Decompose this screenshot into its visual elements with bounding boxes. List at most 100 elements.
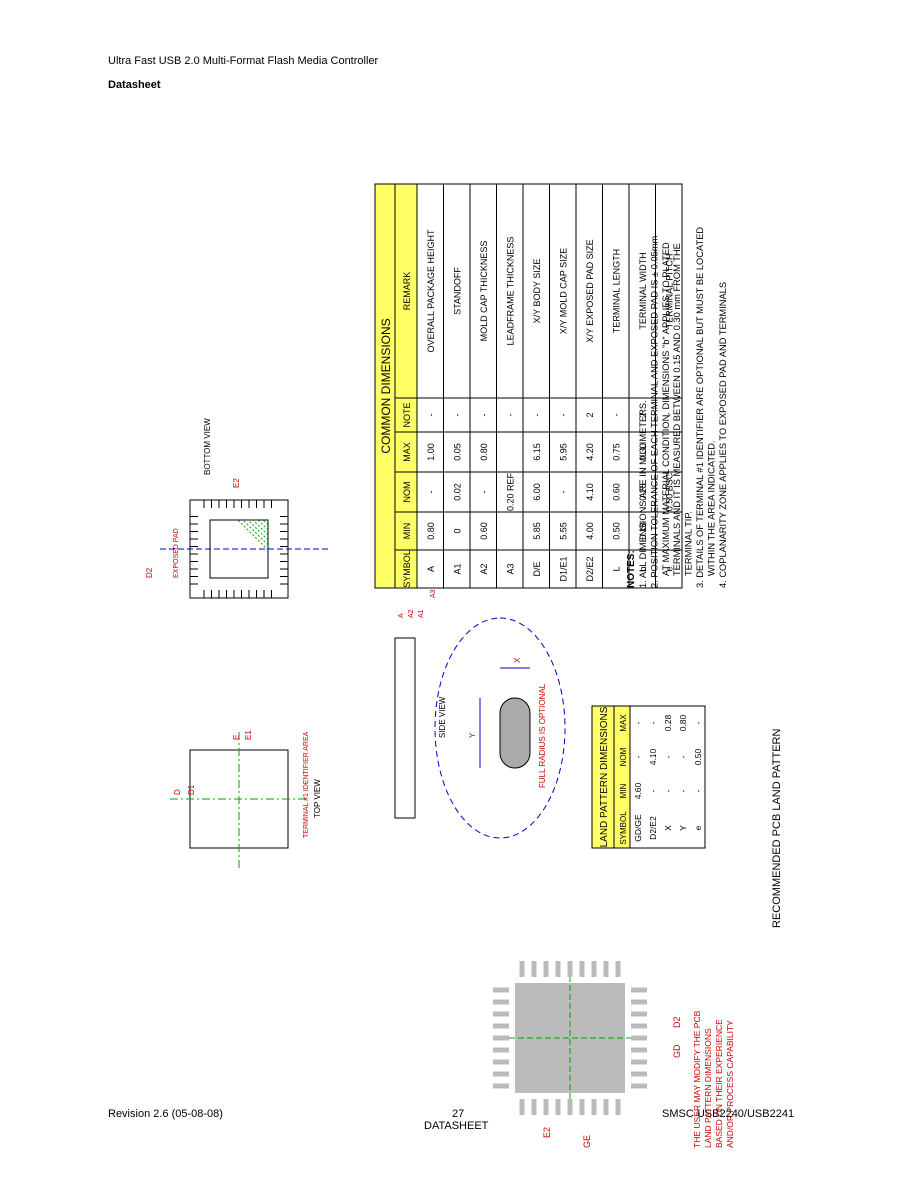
common-dimensions-column-header: NOM (402, 482, 412, 503)
pcb-land-pad (567, 961, 573, 977)
land-pad-shape (499, 697, 531, 769)
common-dimensions-cell: 0.75 (612, 443, 622, 461)
note-line: 4. COPLANARITY ZONE APPLIES TO EXPOSED P… (718, 282, 728, 588)
pcb-land-pad (631, 1023, 647, 1029)
common-dimensions-cell: e (665, 566, 675, 571)
common-dimensions-cell: 0.30 (638, 443, 648, 461)
common-dimensions-cell: 6.15 (532, 443, 542, 461)
land-pattern-cell: 0.28 (663, 714, 673, 731)
land-pattern-cell: - (633, 755, 643, 758)
full-radius-note: FULL RADIUS IS OPTIONAL (538, 683, 547, 788)
land-pattern-cell: - (693, 721, 703, 724)
common-dimensions-cell: 4.10 (585, 483, 595, 501)
common-dimensions-cell: 6.00 (532, 483, 542, 501)
common-dimensions-cell: 0.05 (453, 443, 463, 461)
note-line: TERMINAL TIP. (684, 511, 694, 576)
common-dimensions-column-header: SYMBOL (402, 550, 412, 588)
common-dimensions-cell: X/Y MOLD CAP SIZE (559, 248, 569, 334)
label-d2: D2 (145, 567, 154, 578)
land-pattern-cell: - (663, 789, 673, 792)
pcb-land-pad (615, 1099, 621, 1115)
label-e2: E2 (232, 478, 241, 488)
land-pattern-cell: - (693, 789, 703, 792)
label-gd: GD (672, 1044, 682, 1058)
note-line: 3. DETAILS OF TERMINAL #1 IDENTIFIER ARE… (695, 227, 705, 588)
pcb-land-pad (631, 1011, 647, 1017)
side-view-title: SIDE VIEW (438, 696, 447, 738)
footer-label: DATASHEET (424, 1120, 489, 1132)
pcb-center-pad (515, 983, 625, 1093)
common-dimensions-cell: 1.00 (426, 443, 436, 461)
pcb-land-pad (631, 1071, 647, 1077)
common-dimensions-cell: LEADFRAME THICKNESS (506, 237, 516, 346)
bottom-view-title: BOTTOM VIEW (203, 418, 212, 475)
pcb-land-pad (591, 961, 597, 977)
land-pattern-cell: - (663, 755, 673, 758)
land-pattern-cell: D2/E2 (648, 816, 658, 840)
label-y: Y (468, 732, 477, 738)
terminal1-note: TERMINAL #1 IDENTIFIER AREA (303, 731, 310, 838)
pcb-land-pad (519, 1099, 525, 1115)
label-d2-pcb: D2 (672, 1016, 682, 1028)
common-dimensions-cell: 0.80 (426, 522, 436, 540)
land-pattern-cell: - (678, 789, 688, 792)
header-subtitle: Datasheet (108, 79, 161, 91)
land-pattern-column-header: NOM (619, 747, 628, 766)
pcb-note-line: LAND PATTERN DIMENSIONS (703, 1028, 713, 1148)
common-dimensions-cell: - (453, 414, 463, 417)
common-dimensions-column-header: NOTE (402, 402, 412, 427)
common-dimensions-cell: STANDOFF (453, 267, 463, 315)
common-dimensions-cell: - (426, 414, 436, 417)
side-view-body (394, 637, 416, 819)
common-dimensions-cell: 0.25 (638, 483, 648, 501)
common-dimensions-cell: - (479, 414, 489, 417)
pcb-land-pad (567, 1099, 573, 1115)
common-dimensions-cell: - (479, 491, 489, 494)
common-dimensions-cell: D2/E2 (585, 556, 595, 581)
common-dimensions-cell: - (559, 491, 569, 494)
common-dimensions-cell: - (559, 414, 569, 417)
common-dimensions-column-header: MIN (402, 523, 412, 540)
pcb-land-pad (631, 999, 647, 1005)
pcb-note-line: AND/OR PROCESS CAPABILITY (725, 1020, 735, 1148)
common-dimensions-cell: X/Y EXPOSED PAD SIZE (585, 239, 595, 342)
common-dimensions-cell: 0 (453, 528, 463, 533)
common-dimensions-cell: 4.00 (585, 522, 595, 540)
common-dimensions-cell: 4.20 (585, 443, 595, 461)
common-dimensions-cell: 0.50 (612, 522, 622, 540)
pcb-land-pad (555, 1099, 561, 1115)
footer-revision: Revision 2.6 (05-08-08) (108, 1108, 223, 1120)
common-dimensions-cell: 0.80 (479, 443, 489, 461)
land-detail-outline (434, 617, 566, 839)
pcb-land-pad (631, 1047, 647, 1053)
pcb-land-pad (631, 987, 647, 993)
land-pattern-column-header: SYMBOL (619, 811, 628, 845)
land-pattern-title: LAND PATTERN DIMENSIONS (599, 706, 610, 847)
exposed-pad-label: EXPOSED PAD (173, 528, 180, 578)
note-line: AT MAXIMUM MATERIAL CONDITION. DIMENSION… (661, 242, 671, 576)
exposed-pad-hatch (237, 519, 269, 551)
pcb-land-pad (591, 1099, 597, 1115)
common-dimensions-cell: A (426, 566, 436, 572)
land-pattern-column-header: MIN (619, 783, 628, 798)
label-a: A (398, 613, 405, 618)
pcb-land-pad (631, 1083, 647, 1089)
pcb-land-pad (493, 1083, 509, 1089)
common-dimensions-cell: L (612, 566, 622, 571)
pcb-land-pad (493, 987, 509, 993)
pcb-land-pad (493, 1011, 509, 1017)
exposed-pad-hatch (252, 519, 269, 536)
footer-product: SMSC USB2240/USB2241 (662, 1108, 795, 1120)
pcb-land-pad (615, 961, 621, 977)
common-dimensions-cell: X/Y BODY SIZE (532, 259, 542, 324)
note-line: TERMINALS AND IT IS MEASURED BETWEEN 0.1… (672, 243, 682, 576)
land-pattern-cell: GD/GE (633, 814, 643, 842)
common-dimensions-column-header: MAX (402, 442, 412, 462)
label-a3: A3 (430, 589, 437, 598)
pcb-land-pad (555, 961, 561, 977)
exposed-pad-hatch (242, 519, 269, 546)
pcb-land-pad (631, 1035, 647, 1041)
pcb-note-line: BASED ON THEIR EXPERIENCE (714, 1019, 724, 1148)
common-dimensions-cell: 0.50 BSC (665, 472, 675, 511)
label-e1: E1 (244, 730, 253, 740)
